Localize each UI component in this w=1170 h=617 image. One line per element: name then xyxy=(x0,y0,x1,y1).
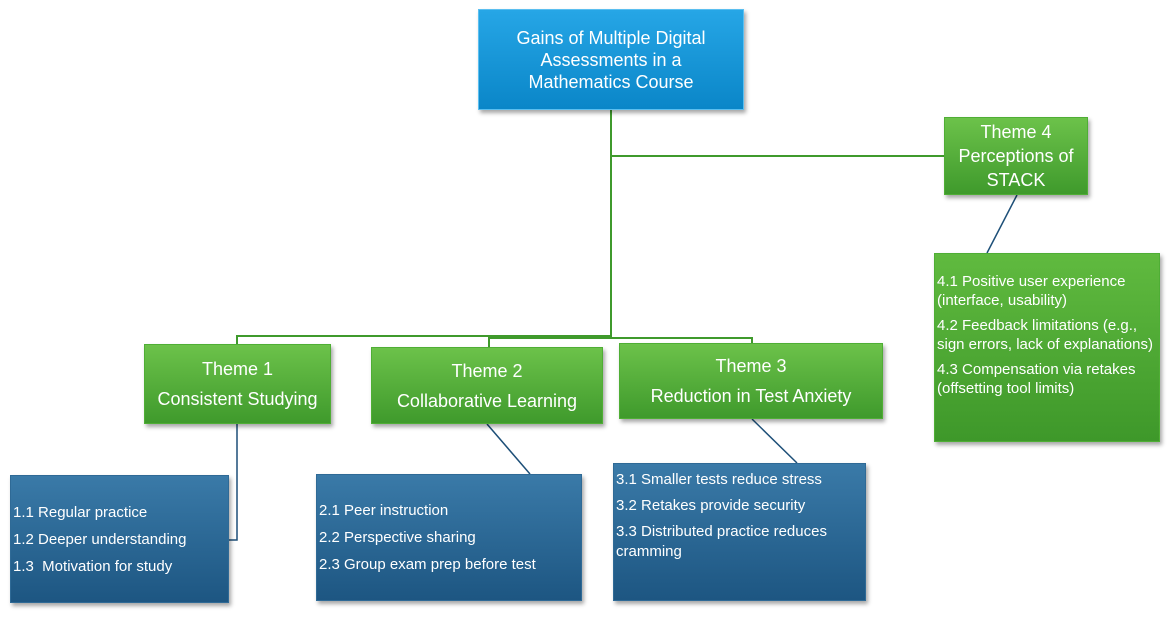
list-item: 1.2 Deeper understanding xyxy=(13,530,187,548)
list-item: 1.1 Regular practice xyxy=(13,503,148,521)
theme-3-node: Theme 3 Reduction in Test Anxiety xyxy=(619,343,883,419)
theme-1-details: 1.1 Regular practice 1.2 Deeper understa… xyxy=(10,475,229,603)
connector-theme3-detail xyxy=(751,418,798,464)
connector-theme2-theme3 xyxy=(488,337,753,347)
theme-3-details: 3.1 Smaller tests reduce stress 3.2 Reta… xyxy=(613,463,866,601)
list-item: 3.3 Distributed practice reduces crammin… xyxy=(616,523,827,560)
theme-2-heading: Theme 2 xyxy=(451,360,523,381)
theme-4-heading: Theme 4 xyxy=(980,122,1052,142)
list-item: 4.1 Positive user experience (interface,… xyxy=(937,273,1126,309)
theme-3-heading: Theme 3 xyxy=(715,356,787,376)
theme-4-name: Perceptions of STACK xyxy=(958,146,1074,190)
root-node: Gains of Multiple Digital Assessments in… xyxy=(478,9,744,110)
list-item: 3.1 Smaller tests reduce stress xyxy=(616,471,822,488)
theme-2-name: Collaborative Learning xyxy=(396,390,578,411)
list-item: 2.1 Peer instruction xyxy=(319,502,449,519)
root-title: Gains of Multiple Digital Assessments in… xyxy=(516,27,706,92)
theme-3-name: Reduction in Test Anxiety xyxy=(650,386,852,406)
list-item: 1.3 Motivation for study xyxy=(13,557,173,575)
theme-4-details: 4.1 Positive user experience (interface,… xyxy=(934,253,1160,442)
connector-theme1-detail xyxy=(229,424,238,541)
list-item: 2.2 Perspective sharing xyxy=(319,529,476,546)
connector-bus xyxy=(236,335,612,344)
list-item: 4.2 Feedback limitations (e.g., sign err… xyxy=(937,317,1153,353)
list-item: 2.3 Group exam prep before test xyxy=(319,556,536,573)
theme-1-node: Theme 1 Consistent Studying xyxy=(144,344,331,424)
connector-theme4-detail xyxy=(986,194,1018,254)
list-item: 3.2 Retakes provide security xyxy=(616,497,806,514)
connector-theme2-detail xyxy=(486,423,531,475)
theme-2-node: Theme 2 Collaborative Learning xyxy=(371,347,603,424)
list-item: 4.3 Compensation via retakes (offsetting… xyxy=(937,361,1136,397)
theme-1-heading: Theme 1 xyxy=(201,359,274,379)
theme-1-name: Consistent Studying xyxy=(157,389,318,409)
theme-2-details: 2.1 Peer instruction 2.2 Perspective sha… xyxy=(316,474,582,601)
theme-4-node: Theme 4 Perceptions of STACK xyxy=(944,117,1088,195)
